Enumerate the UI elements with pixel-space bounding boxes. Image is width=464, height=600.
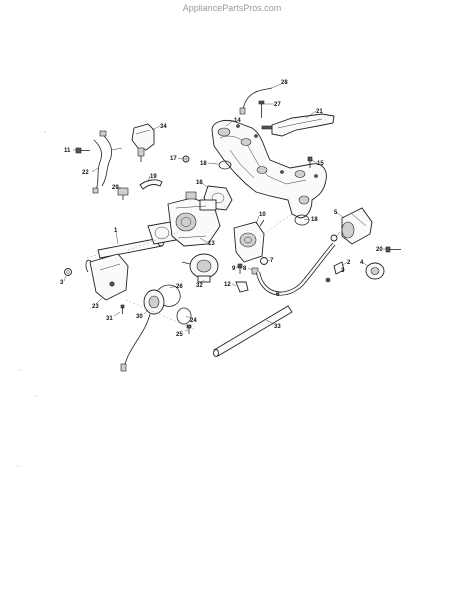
callout-12[interactable]: 12 bbox=[224, 282, 231, 288]
callout-26[interactable]: 26 bbox=[176, 284, 183, 290]
part-18-gasket-upper[interactable] bbox=[218, 160, 232, 170]
callout-18-upper[interactable]: 18 bbox=[200, 161, 207, 167]
part-23-bracket[interactable] bbox=[85, 253, 129, 301]
part-22-wire-harness[interactable] bbox=[92, 130, 123, 194]
scan-specks bbox=[17, 131, 46, 467]
callout-18-lower[interactable]: 18 bbox=[311, 217, 318, 223]
leader-lines bbox=[63, 83, 386, 332]
part-6-hose[interactable] bbox=[256, 242, 336, 296]
part-27-screw[interactable] bbox=[258, 100, 265, 118]
part-3-nut-left[interactable] bbox=[64, 268, 72, 276]
part-9-bolt[interactable] bbox=[237, 263, 243, 274]
part-30-sensor[interactable] bbox=[120, 289, 165, 372]
callout-17[interactable]: 17 bbox=[170, 156, 177, 162]
part-18-gasket-lower[interactable] bbox=[294, 214, 310, 226]
part-28-wire[interactable] bbox=[239, 87, 273, 115]
part-5-canister[interactable] bbox=[341, 207, 373, 245]
callout-9[interactable]: 9 bbox=[232, 266, 236, 272]
callout-31[interactable]: 31 bbox=[106, 316, 113, 322]
callout-28[interactable]: 28 bbox=[281, 80, 288, 86]
part-31-screw[interactable] bbox=[120, 304, 125, 314]
callout-34[interactable]: 34 bbox=[160, 124, 167, 130]
callout-24[interactable]: 24 bbox=[190, 318, 197, 324]
part-26-clamp[interactable] bbox=[157, 284, 181, 307]
callout-1[interactable]: 1 bbox=[114, 228, 118, 234]
callout-2[interactable]: 2 bbox=[347, 260, 351, 266]
callout-11[interactable]: 11 bbox=[64, 148, 71, 154]
part-13-gasket[interactable] bbox=[147, 221, 177, 245]
part-10-housing[interactable] bbox=[233, 219, 265, 263]
part-32-fuel-pump[interactable] bbox=[181, 253, 219, 283]
part-34-sensor[interactable] bbox=[131, 123, 155, 162]
part-3-clip-right[interactable] bbox=[330, 234, 338, 242]
callout-3-left[interactable]: 3 bbox=[60, 280, 64, 286]
throttle-body-assembly[interactable] bbox=[167, 191, 221, 247]
callout-25[interactable]: 25 bbox=[176, 332, 183, 338]
part-14-intake-manifold[interactable] bbox=[211, 119, 327, 219]
callout-labels: 28 27 21 14 34 11 17 18 15 22 19 16 29 5… bbox=[60, 80, 383, 338]
callout-4[interactable]: 4 bbox=[360, 260, 364, 266]
callout-21[interactable]: 21 bbox=[316, 109, 323, 115]
part-7-clip[interactable] bbox=[260, 257, 268, 265]
callout-22[interactable]: 22 bbox=[82, 170, 89, 176]
part-25-screw[interactable] bbox=[186, 324, 192, 334]
callout-30[interactable]: 30 bbox=[136, 314, 143, 320]
callout-8[interactable]: 8 bbox=[243, 266, 247, 272]
part-33-tube[interactable] bbox=[213, 305, 293, 357]
callout-20[interactable]: 20 bbox=[376, 247, 383, 253]
part-4-filter[interactable] bbox=[365, 262, 385, 280]
part-29-connector[interactable] bbox=[117, 187, 129, 200]
callout-19[interactable]: 19 bbox=[150, 174, 157, 180]
part-15-bolt[interactable] bbox=[307, 156, 313, 168]
callout-10[interactable]: 10 bbox=[259, 212, 266, 218]
callout-23[interactable]: 23 bbox=[92, 304, 99, 310]
part-1-tube[interactable] bbox=[85, 237, 165, 259]
part-8-fitting[interactable] bbox=[251, 267, 259, 275]
callout-16[interactable]: 16 bbox=[196, 180, 203, 186]
callout-33[interactable]: 33 bbox=[274, 324, 281, 330]
callout-5[interactable]: 5 bbox=[334, 210, 338, 216]
callout-3-right[interactable]: 3 bbox=[341, 268, 345, 274]
callout-15[interactable]: 15 bbox=[317, 161, 324, 167]
callout-14[interactable]: 14 bbox=[234, 118, 241, 124]
part-11-bolt[interactable] bbox=[75, 147, 90, 154]
part-21-bracket[interactable] bbox=[261, 113, 335, 137]
callout-32[interactable]: 32 bbox=[196, 283, 203, 289]
part-12-elbow[interactable] bbox=[235, 281, 249, 293]
callout-13[interactable]: 13 bbox=[208, 241, 215, 247]
part-24-ring[interactable] bbox=[176, 307, 192, 325]
callout-29[interactable]: 29 bbox=[112, 185, 119, 191]
part-2-bracket[interactable] bbox=[325, 261, 345, 283]
callout-6[interactable]: 6 bbox=[276, 292, 280, 298]
assembly-guide-lines bbox=[125, 205, 293, 331]
watermark: AppliancePartsPros.com bbox=[182, 3, 282, 13]
part-19-hose[interactable] bbox=[139, 179, 163, 190]
part-20-bolt[interactable] bbox=[385, 246, 401, 253]
callout-27[interactable]: 27 bbox=[274, 102, 281, 108]
callout-7[interactable]: 7 bbox=[270, 258, 274, 264]
